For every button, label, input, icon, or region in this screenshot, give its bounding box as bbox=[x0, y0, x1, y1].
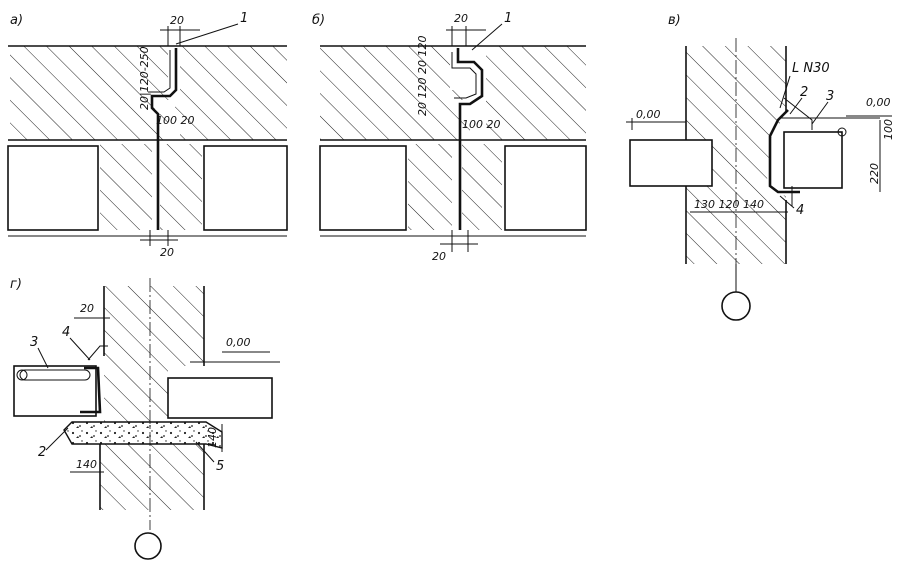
panel-b-seal bbox=[456, 48, 484, 230]
panel-b-upper-wall bbox=[320, 46, 470, 140]
panel-v-dim-right-bottom: 220 bbox=[868, 163, 881, 184]
panel-v-tag: в) bbox=[668, 13, 681, 28]
panel-b-dim-top: 20 bbox=[454, 12, 468, 25]
panel-g-concrete-bed bbox=[63, 421, 223, 449]
panel-a-seal bbox=[150, 48, 178, 230]
panel-v: в) 0,00 0,00 100 220 L N30 2 3 4 bbox=[626, 13, 895, 321]
panel-g-lower-wall bbox=[100, 444, 204, 510]
panel-a-right-slab bbox=[203, 145, 288, 231]
panel-g-axis-marker bbox=[134, 532, 162, 560]
panel-a-left-column bbox=[100, 144, 152, 230]
panel-g-dim-right: 140 bbox=[206, 427, 219, 448]
panel-g-callout-3: 3 bbox=[30, 335, 38, 350]
panel-a-dim-top: 20 bbox=[170, 14, 184, 27]
panel-b: б) 20 1 20 120 20 120 100 20 20 bbox=[312, 11, 587, 263]
panel-a-dim-vertical: 20|120-250 bbox=[138, 46, 151, 110]
panel-v-callout-2: 2 bbox=[800, 85, 808, 100]
panel-g-tag: г) bbox=[10, 277, 22, 292]
panel-a-tag: а) bbox=[10, 13, 23, 28]
panel-g-dim-top: 20 bbox=[80, 302, 94, 315]
panel-v-elevation: 0,00 bbox=[636, 108, 661, 121]
panel-g-elevation: 0,00 bbox=[226, 336, 251, 349]
panel-a-left-slab bbox=[7, 145, 99, 231]
panel-b-left-slab bbox=[319, 145, 407, 231]
panel-b-left-column bbox=[408, 144, 452, 230]
panel-g-seal bbox=[80, 366, 102, 414]
panel-b-dim-lower: 100 20 bbox=[462, 118, 501, 131]
panel-a-dim-lower: 100 20 bbox=[156, 114, 195, 127]
panel-g-upper-wall bbox=[104, 286, 204, 366]
panel-g-right-slab bbox=[167, 377, 273, 419]
panel-b-tag: б) bbox=[312, 13, 325, 28]
panel-v-dim-right-top: 100 bbox=[882, 119, 895, 140]
panel-b-dim-bottom: 20 bbox=[432, 250, 446, 263]
panel-v-elevation-right: 0,00 bbox=[866, 96, 891, 109]
panel-g-left-slab bbox=[13, 365, 97, 417]
panel-v-callout-3: 3 bbox=[826, 89, 834, 104]
panel-g-callout-5: 5 bbox=[216, 459, 224, 474]
panel-g-mid-wall bbox=[104, 366, 168, 422]
panel-g-callout-2: 2 bbox=[38, 445, 46, 460]
panel-b-upper-wall-right bbox=[486, 46, 586, 140]
panel-v-left-slab bbox=[629, 139, 713, 187]
panel-a-upper-wall-right bbox=[170, 46, 287, 140]
panel-b-right-column bbox=[462, 144, 502, 230]
panel-v-callout-4: 4 bbox=[796, 203, 804, 218]
panel-b-callout-1: 1 bbox=[504, 11, 512, 26]
panel-b-right-slab bbox=[504, 145, 587, 231]
panel-g: г) 0,00 20 140 140 3 4 bbox=[10, 277, 280, 560]
panel-v-profile: L N30 bbox=[792, 61, 830, 76]
panel-v-right-slab bbox=[783, 131, 843, 189]
panel-b-dim-vertical: 20 120 20 120 bbox=[416, 36, 429, 116]
panel-g-callout-4: 4 bbox=[62, 325, 70, 340]
panel-v-dim-bottom: 130 120 140 bbox=[694, 198, 764, 211]
panel-a-callout-1: 1 bbox=[240, 11, 248, 26]
panel-v-axis-marker bbox=[721, 291, 751, 321]
panel-v-seal bbox=[768, 109, 800, 194]
panel-a-right-column bbox=[160, 144, 202, 230]
panel-g-dim-bottom: 140 bbox=[76, 458, 97, 471]
panel-a: а) 20 1 20|120-250 100 20 20 bbox=[7, 11, 288, 259]
panel-a-dim-bottom: 20 bbox=[160, 246, 174, 259]
panel-a-upper-wall bbox=[10, 46, 180, 140]
